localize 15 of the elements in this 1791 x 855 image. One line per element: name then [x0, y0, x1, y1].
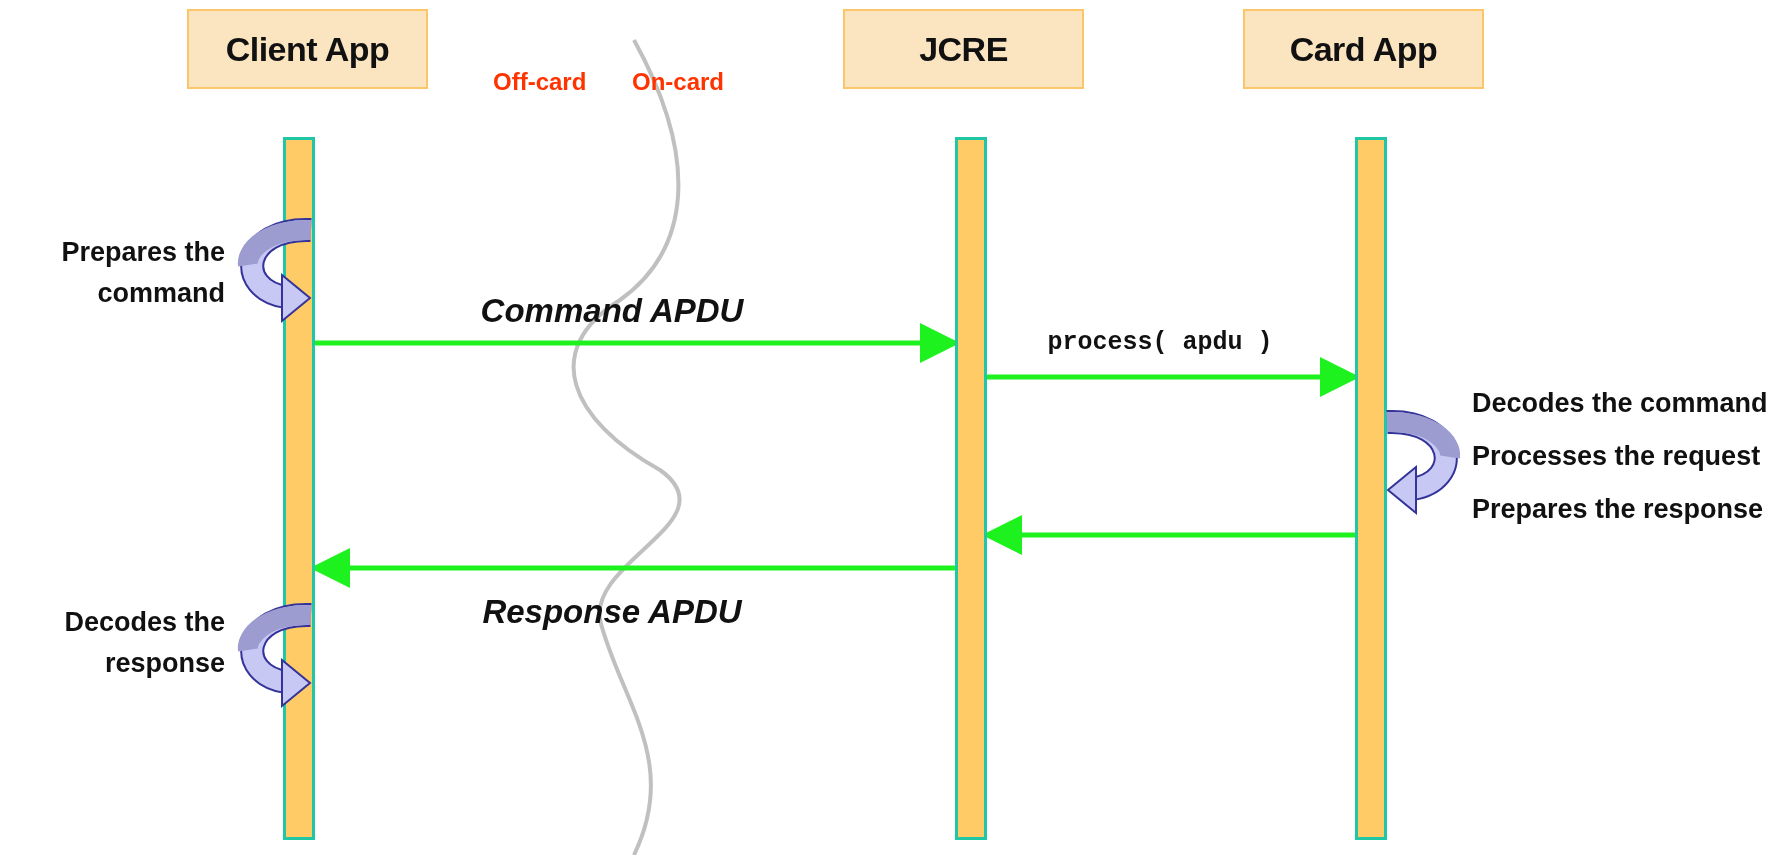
participant-box: Client App — [187, 9, 428, 89]
message-label: Response APDU — [482, 593, 742, 631]
zone-label: Off-card — [493, 67, 587, 97]
step-note: Decodes the command — [1472, 387, 1768, 420]
message-label: Command APDU — [480, 292, 744, 330]
message-label: process( apdu ) — [1047, 328, 1273, 357]
participant-box: JCRE — [843, 9, 1084, 89]
lifeline-bar — [1355, 137, 1387, 840]
step-note: Decodes the response — [63, 606, 225, 680]
step-note: Processes the request — [1472, 440, 1761, 473]
step-note: Prepares the response — [1472, 493, 1764, 526]
lifeline-bar — [955, 137, 987, 840]
participant-box: Card App — [1243, 9, 1484, 89]
step-note: Prepares the command — [60, 236, 225, 310]
zone-label: On-card — [632, 67, 724, 97]
